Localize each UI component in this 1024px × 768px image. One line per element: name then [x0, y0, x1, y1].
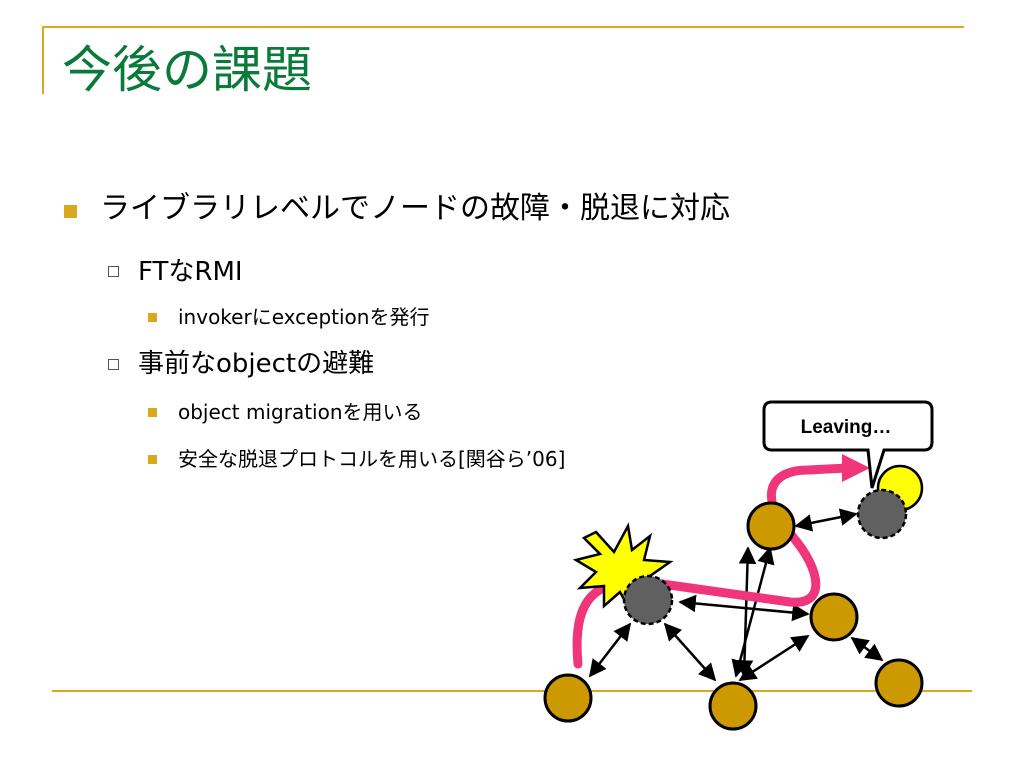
bullet-marker-small	[148, 455, 157, 464]
node	[746, 501, 796, 551]
leaving-node	[856, 488, 908, 540]
callout-text: Leaving…	[801, 417, 892, 438]
bullet-invoker: invokerにexceptionを発行	[178, 305, 430, 329]
active-nodes	[543, 501, 924, 731]
node	[809, 592, 859, 642]
left-rule	[42, 26, 44, 94]
bullet-marker-hollow	[108, 359, 119, 370]
bullet-marker-small	[148, 408, 157, 417]
bottom-rule	[52, 690, 972, 692]
bullet-evacuate: 事前なobjectの避難	[138, 349, 375, 379]
migration-path	[572, 463, 853, 669]
top-rule	[42, 26, 964, 28]
node	[543, 673, 593, 723]
bullet-protocol: 安全な脱退プロトコルを用いる[関谷ら’06]	[178, 447, 566, 471]
bullet-main: ライブラリレベルでノードの故障・脱退に対応	[100, 191, 730, 226]
failed-node	[622, 574, 674, 626]
bullet-migration: object migrationを用いる	[178, 400, 423, 424]
node	[874, 658, 924, 708]
bullet-ft-rmi: FTなRMI	[138, 257, 243, 287]
node	[708, 681, 758, 731]
bullet-marker-square	[64, 205, 77, 218]
migration-path-arrowhead	[842, 454, 870, 482]
slide-title: 今後の課題	[62, 41, 312, 99]
network-edges	[588, 508, 884, 682]
bullet-marker-small	[148, 313, 157, 322]
leaving-callout	[762, 400, 934, 489]
bullet-marker-hollow	[108, 266, 119, 277]
